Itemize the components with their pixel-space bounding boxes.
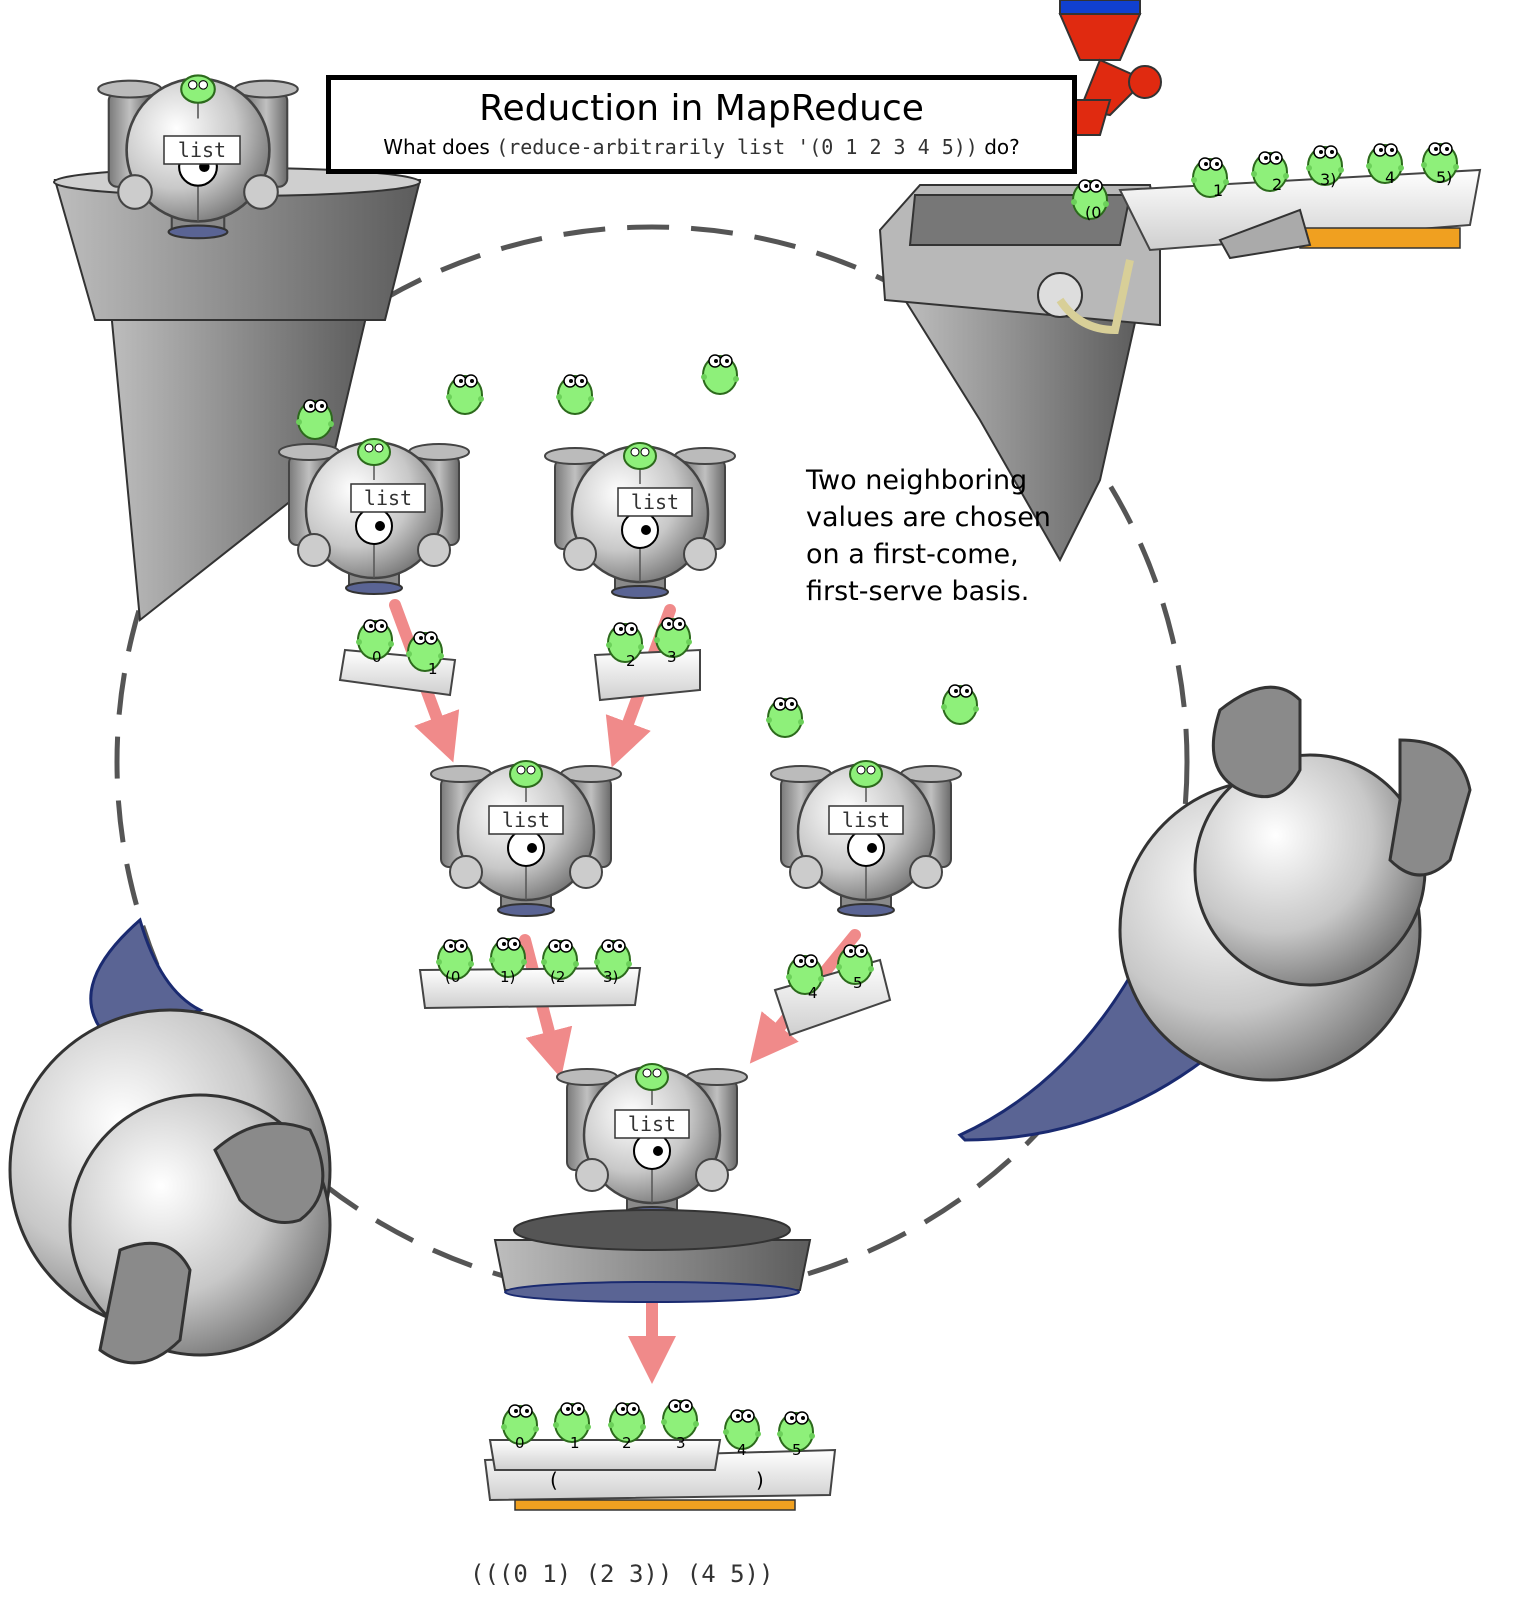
robot-middle-right bbox=[769, 759, 963, 918]
robot-upper-right bbox=[543, 441, 737, 600]
robot-middle-left bbox=[429, 759, 623, 918]
input-conveyor bbox=[1118, 168, 1482, 260]
robot-label-top-left-text: list bbox=[178, 138, 226, 162]
final-item-1: 1 bbox=[570, 1434, 580, 1452]
note-line-1: Two neighboring bbox=[806, 465, 1028, 496]
note-line-3: on a first-come, bbox=[806, 539, 1019, 570]
merged-3: 3) bbox=[603, 968, 618, 986]
pair-a-0: 0 bbox=[372, 648, 382, 666]
note-line-4: first-serve basis. bbox=[806, 576, 1030, 607]
input-item-0: (0 bbox=[1085, 203, 1101, 222]
note-line-2: values are chosen bbox=[806, 502, 1051, 533]
pair-c-5: 5 bbox=[853, 974, 863, 992]
input-item-labels: (0 1 2 3) 4 5) bbox=[1085, 168, 1452, 222]
input-funnel-left bbox=[53, 167, 422, 622]
input-item-4: 4 bbox=[1385, 168, 1395, 187]
robot-middle-right-label: list bbox=[842, 808, 890, 832]
robot-bottom-label: list bbox=[628, 1112, 676, 1136]
tray-pair-c: 4 5 bbox=[773, 944, 892, 1037]
pair-a-1: 1 bbox=[428, 660, 438, 678]
question-suffix: do? bbox=[984, 135, 1020, 159]
question-prefix: What does bbox=[383, 135, 490, 159]
final-item-3: 3 bbox=[676, 1434, 686, 1452]
robot-middle-left-label: list bbox=[502, 808, 550, 832]
final-item-5: 5 bbox=[792, 1441, 802, 1459]
page-title: Reduction in MapReduce bbox=[479, 88, 924, 129]
title-box: Reduction in MapReduce What does (reduce… bbox=[326, 75, 1077, 174]
explanation-note: Two neighboring values are chosen on a f… bbox=[806, 462, 1086, 610]
input-item-3: 3) bbox=[1320, 170, 1336, 189]
final-item-0: 0 bbox=[515, 1434, 525, 1452]
final-item-2: 2 bbox=[622, 1434, 632, 1452]
input-hopper-right bbox=[878, 184, 1161, 563]
question: What does (reduce-arbitrarily list '(0 1… bbox=[331, 135, 1072, 159]
final-close-paren: ) bbox=[756, 1468, 764, 1492]
robot-upper-left-label: list bbox=[364, 486, 412, 510]
tray-pair-b: 2 3 bbox=[593, 617, 701, 702]
final-item-4: 4 bbox=[737, 1441, 747, 1459]
final-open-paren: ( bbox=[550, 1468, 558, 1492]
robot-bottom bbox=[555, 1062, 749, 1221]
question-code: (reduce-arbitrarily list '(0 1 2 3 4 5)) bbox=[496, 135, 978, 159]
merged-1: 1) bbox=[500, 968, 515, 986]
pair-b-2: 2 bbox=[626, 652, 636, 670]
tray-pair-a: 0 1 bbox=[338, 619, 457, 697]
input-item-2: 2 bbox=[1272, 175, 1282, 194]
robot-upper-left bbox=[277, 437, 471, 596]
output-platform bbox=[493, 1209, 812, 1303]
pair-c-4: 4 bbox=[808, 984, 818, 1002]
robot-label-top-left bbox=[163, 135, 241, 165]
tray-merged-ab: (0 1) (2 3) bbox=[418, 937, 642, 1010]
merged-0: (0 bbox=[445, 968, 460, 986]
pair-b-3: 3 bbox=[667, 648, 677, 666]
giant-robot-right bbox=[957, 685, 1472, 1142]
result-expression: (((0 1) (2 3)) (4 5)) bbox=[470, 1560, 774, 1588]
giant-robot-left bbox=[8, 917, 332, 1365]
robot-upper-right-label: list bbox=[631, 490, 679, 514]
input-item-5: 5) bbox=[1436, 168, 1452, 187]
merged-2: (2 bbox=[550, 968, 565, 986]
input-item-1: 1 bbox=[1213, 181, 1223, 200]
final-tray: 0 1 2 3 4 5 ( ) bbox=[483, 1399, 837, 1511]
robot-labels: list list list list list bbox=[350, 483, 904, 1139]
